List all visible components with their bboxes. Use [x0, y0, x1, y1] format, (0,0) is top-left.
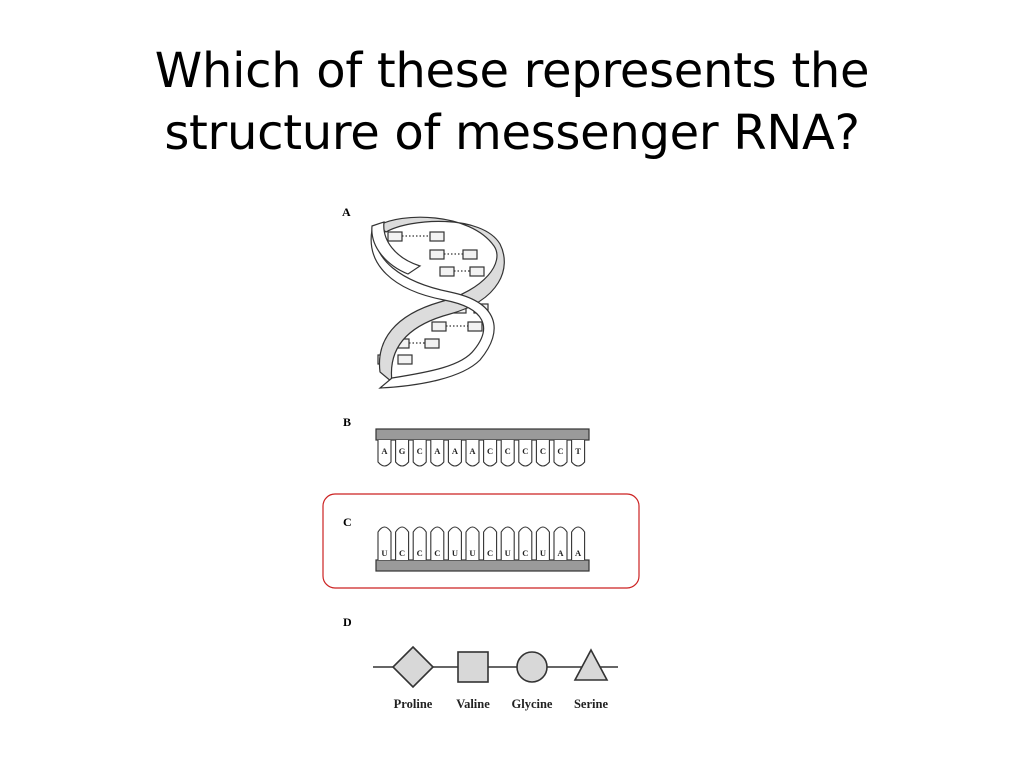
nucleotide-letter: C — [557, 446, 563, 456]
option-c[interactable]: C U C C C U U C U C U A A — [322, 493, 640, 589]
nucleotide-base: C — [518, 440, 533, 467]
question-line-2: structure of messenger RNA? — [164, 105, 860, 161]
nucleotide-letter: C — [399, 548, 405, 558]
proline-diamond-icon — [391, 645, 435, 689]
nucleotide-base: C — [535, 440, 550, 467]
question-line-1: Which of these represents the — [154, 43, 870, 99]
nucleotide-base: A — [571, 526, 586, 560]
nucleotide-letter: A — [434, 446, 441, 456]
nucleotide-letter: C — [505, 446, 511, 456]
nucleotide-base: T — [571, 440, 586, 467]
option-b-letter: B — [343, 415, 351, 429]
nucleotide-letter: A — [575, 548, 582, 558]
nucleotide-letter: U — [452, 548, 458, 558]
nucleotide-letter: C — [417, 548, 423, 558]
nucleotide-letter: C — [487, 446, 493, 456]
nucleotide-letter: U — [469, 548, 475, 558]
nucleotide-base: A — [377, 440, 392, 467]
nucleotide-letter: C — [522, 446, 528, 456]
nucleotide-base: C — [483, 440, 498, 467]
amino-acid-label: Glycine — [512, 697, 553, 711]
amino-acid-label: Serine — [574, 697, 608, 711]
nucleotide-letter: G — [399, 446, 406, 456]
nucleotide-base: C — [500, 440, 515, 467]
nucleotide-base: A — [465, 440, 480, 467]
nucleotide-letter: C — [522, 548, 528, 558]
nucleotide-base: U — [535, 526, 550, 560]
valine-square-icon — [457, 651, 489, 683]
nucleotide-base: A — [430, 440, 445, 467]
amino-acid-labels: Proline Valine Glycine Serine — [394, 697, 609, 711]
option-c-backbone — [375, 559, 590, 572]
nucleotide-letter: A — [381, 446, 388, 456]
option-d[interactable]: D Proline Valine Glycine Serine — [343, 615, 618, 711]
nucleotide-letter: T — [575, 446, 581, 456]
nucleotide-letter: A — [452, 446, 459, 456]
serine-triangle-icon — [573, 648, 609, 681]
nucleotide-letter: A — [469, 446, 476, 456]
question-title: Which of these represents the structure … — [0, 40, 1024, 164]
option-a[interactable]: A — [342, 205, 505, 389]
option-a-letter: A — [342, 205, 351, 219]
option-d-letter: D — [343, 615, 352, 629]
nucleotide-base: C — [518, 526, 533, 560]
nucleotide-letter: C — [540, 446, 546, 456]
amino-acid-label: Proline — [394, 697, 433, 711]
helix-strand-front — [370, 229, 495, 389]
nucleotide-base: C — [412, 440, 427, 467]
nucleotide-letter: U — [381, 548, 387, 558]
nucleotide-base: U — [447, 526, 462, 560]
amino-acid-label: Valine — [456, 697, 490, 711]
nucleotide-letter: A — [557, 548, 564, 558]
nucleotide-base: U — [500, 526, 515, 560]
option-b-backbone — [375, 428, 590, 441]
nucleotide-base: U — [377, 526, 392, 560]
nucleotide-letter: U — [505, 548, 511, 558]
nucleotide-base: C — [395, 526, 410, 560]
dna-double-helix — [370, 216, 505, 389]
nucleotide-letter: U — [540, 548, 546, 558]
nucleotide-letter: C — [487, 548, 493, 558]
nucleotide-base: C — [412, 526, 427, 560]
nucleotide-base: U — [465, 526, 480, 560]
nucleotide-base: C — [430, 526, 445, 560]
nucleotide-letter: C — [434, 548, 440, 558]
nucleotide-letter: C — [417, 446, 423, 456]
option-c-highlight-box — [322, 493, 640, 589]
nucleotide-base: C — [553, 440, 568, 467]
polypeptide-chain — [373, 645, 618, 689]
nucleotide-base: G — [395, 440, 410, 467]
nucleotide-base: A — [553, 526, 568, 560]
glycine-circle-icon — [516, 651, 548, 683]
nucleotide-base: C — [483, 526, 498, 560]
nucleotide-base: A — [447, 440, 462, 467]
option-c-letter: C — [343, 515, 352, 529]
